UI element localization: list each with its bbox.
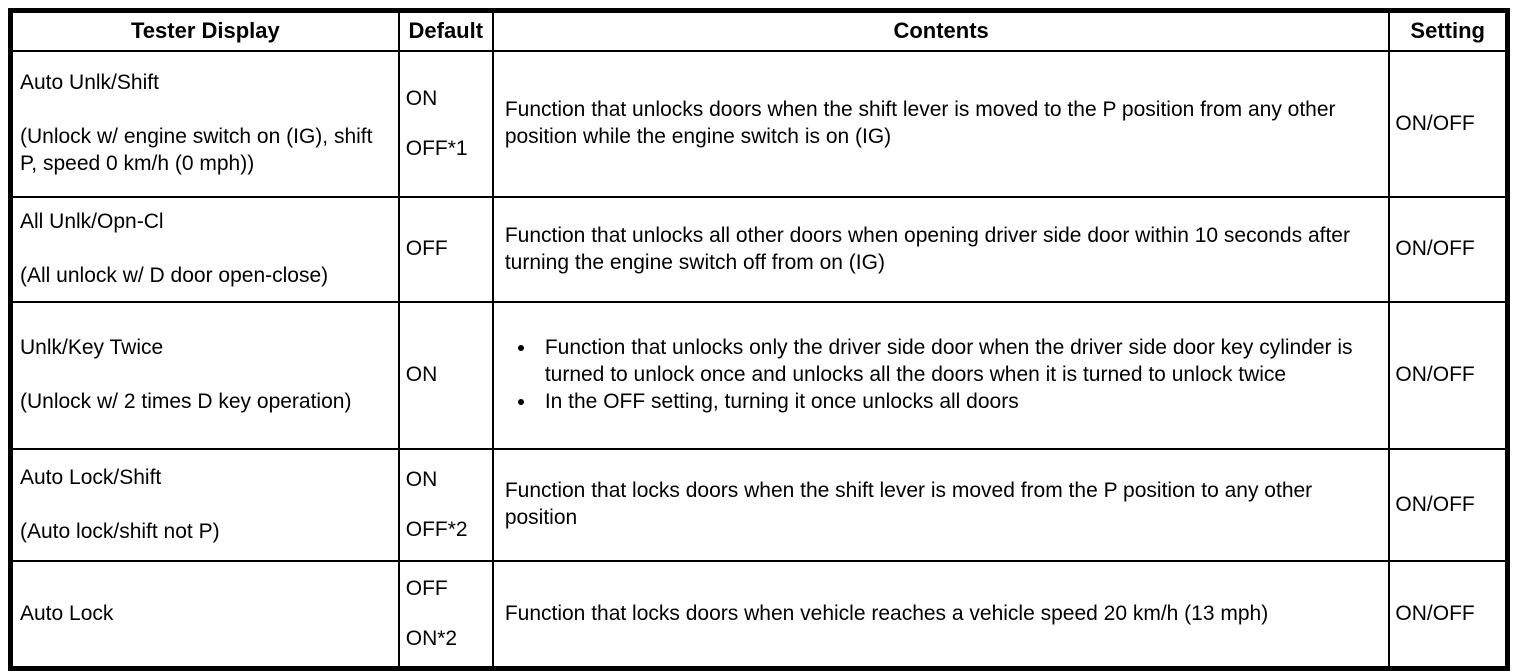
tester-display-note: (Unlock w/ engine switch on (IG), shift … — [20, 125, 373, 175]
default-cell: OFF ON*2 — [397, 560, 494, 670]
tester-display-name: Unlk/Key Twice — [20, 336, 164, 360]
contents-cell: Function that unlocks all other doors wh… — [491, 196, 1391, 303]
table-row: Auto Unlk/Shift (Unlock w/ engine switch… — [9, 50, 1509, 198]
contents-bullet-item: In the OFF setting, turning it once unlo… — [537, 389, 1379, 416]
contents-cell: Function that locks doors when the shift… — [491, 448, 1391, 562]
table-header-row: Tester Display Default Contents Setting — [9, 9, 1509, 52]
tester-display-note: (Unlock w/ 2 times D key operation) — [20, 390, 352, 413]
default-cell: ON OFF*1 — [397, 50, 494, 198]
default-value-1: ON — [405, 86, 438, 110]
setting-cell: ON/OFF — [1388, 50, 1509, 198]
table-row: Unlk/Key Twice (Unlock w/ 2 times D key … — [9, 301, 1509, 450]
spacer — [406, 494, 490, 517]
spacer — [20, 236, 392, 263]
table-row: Auto Lock/Shift (Auto lock/shift not P) … — [9, 448, 1509, 562]
spacer — [20, 97, 392, 124]
column-header-tester-display: Tester Display — [9, 9, 400, 52]
tester-display-name: Auto Lock — [20, 601, 114, 625]
contents-bullet-item: Function that unlocks only the driver si… — [537, 335, 1379, 389]
spacer — [406, 113, 490, 136]
spacer — [20, 362, 392, 389]
spacer — [20, 492, 392, 519]
tester-display-name: Auto Unlk/Shift — [20, 71, 159, 95]
default-cell: ON — [397, 301, 494, 450]
table-row: Auto Lock OFF ON*2 Function that locks d… — [9, 560, 1509, 670]
document-page: Tester Display Default Contents Setting … — [0, 0, 1520, 610]
spacer — [406, 603, 490, 626]
default-value-2: ON*2 — [405, 626, 458, 650]
setting-cell: ON/OFF — [1388, 560, 1509, 670]
column-header-contents: Contents — [491, 9, 1391, 52]
setting-cell: ON/OFF — [1388, 196, 1509, 303]
contents-bullet-list: Function that unlocks only the driver si… — [505, 335, 1379, 416]
contents-cell: Function that unlocks doors when the shi… — [491, 50, 1391, 198]
contents-cell: Function that locks doors when vehicle r… — [491, 560, 1391, 670]
tester-display-cell: All Unlk/Opn-Cl (All unlock w/ D door op… — [9, 196, 400, 303]
default-value-2: OFF*2 — [405, 517, 468, 541]
default-value-1: OFF — [405, 237, 448, 261]
setting-cell: ON/OFF — [1388, 301, 1509, 450]
tester-display-note: (Auto lock/shift not P) — [20, 519, 220, 543]
default-value-1: ON — [405, 363, 438, 387]
default-value-1: OFF — [405, 576, 448, 600]
contents-cell: Function that unlocks only the driver si… — [491, 301, 1391, 450]
table-row: All Unlk/Opn-Cl (All unlock w/ D door op… — [9, 196, 1509, 303]
default-value-1: ON — [405, 467, 438, 491]
default-cell: OFF — [397, 196, 494, 303]
column-header-setting: Setting — [1388, 9, 1509, 52]
tester-display-note: (All unlock w/ D door open-close) — [20, 264, 329, 287]
tester-display-name: Auto Lock/Shift — [20, 465, 162, 489]
customization-settings-table: Tester Display Default Contents Setting … — [8, 8, 1510, 671]
tester-display-name: All Unlk/Opn-Cl — [20, 210, 164, 234]
tester-display-cell: Auto Unlk/Shift (Unlock w/ engine switch… — [9, 50, 400, 198]
tester-display-cell: Unlk/Key Twice (Unlock w/ 2 times D key … — [9, 301, 400, 450]
setting-cell: ON/OFF — [1388, 448, 1509, 562]
tester-display-cell: Auto Lock/Shift (Auto lock/shift not P) — [9, 448, 400, 562]
tester-display-cell: Auto Lock — [9, 560, 400, 670]
default-cell: ON OFF*2 — [397, 448, 494, 562]
column-header-default: Default — [397, 9, 494, 52]
default-value-2: OFF*1 — [405, 136, 468, 160]
